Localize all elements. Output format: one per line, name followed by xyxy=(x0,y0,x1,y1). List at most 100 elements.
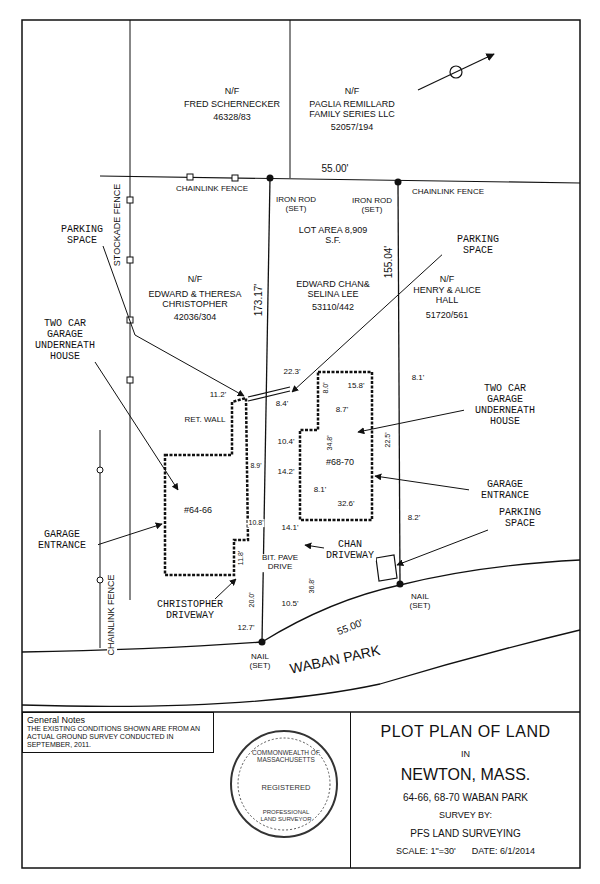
house-number: #64-66 xyxy=(184,505,212,515)
title-text: PFS LAND SURVEYING xyxy=(410,828,520,840)
fence-post xyxy=(127,197,133,203)
title-text: NEWTON, MASS. xyxy=(401,766,531,784)
dimension-label: 8.0' xyxy=(322,381,330,394)
fence-posts xyxy=(97,467,103,583)
house-number: #68-70 xyxy=(326,457,354,467)
plan-label: 53110/442 xyxy=(311,303,355,313)
title-block: PLOT PLAN OF LANDINNEWTON, MASS.64-66, 6… xyxy=(350,712,580,868)
house-wall xyxy=(165,398,248,575)
plan-label: HENRY & ALICE HALL xyxy=(411,286,483,306)
handwritten-note: PARKING SPACE xyxy=(51,224,113,246)
title-row: SCALE: 1"=30' DATE: 6/1/2014 xyxy=(396,846,535,856)
dimension-label: 15.8' xyxy=(346,382,365,391)
plan-label: N/F xyxy=(224,87,241,97)
plan-label: FRED SCHERNECKER xyxy=(183,100,281,110)
dimension-label: 11.2' xyxy=(209,391,228,400)
dimension-label: 22.3' xyxy=(282,368,301,377)
north-arrow xyxy=(418,54,494,90)
plan-label: N/F xyxy=(344,87,361,97)
title-row: PLOT PLAN OF LAND xyxy=(380,723,550,741)
dimension-label: 8.9' xyxy=(249,462,262,470)
handwritten-note: TWO CAR GARAGE UNDERNEATH HOUSE xyxy=(464,383,546,427)
handwritten-note: CHAN DRIVEWAY xyxy=(324,539,376,561)
plan-title: PLOT PLAN OF LAND xyxy=(380,723,550,741)
leader-line xyxy=(305,545,324,548)
notes-text: THE EXISTING CONDITIONS SHOWN ARE FROM A… xyxy=(27,725,209,749)
plan-label: CHAINLINK FENCE xyxy=(175,185,249,194)
fence-post xyxy=(232,175,238,181)
dimension-label: 173.17' xyxy=(253,283,264,318)
leader-line xyxy=(397,530,488,565)
title-text: SCALE: 1"=30' xyxy=(396,846,456,856)
dimension-label: 8.1' xyxy=(411,374,426,383)
dimension-label: 36.8' xyxy=(308,578,316,595)
dimension-label: 155.04' xyxy=(383,245,394,280)
title-row: PFS LAND SURVEYING xyxy=(410,828,520,840)
handwritten-note: GARAGE ENTRANCE xyxy=(26,529,98,551)
dimension-label: 12.7' xyxy=(236,624,255,633)
leader-lines xyxy=(95,246,488,599)
fence-post xyxy=(127,257,133,263)
dimension-label: 20.0' xyxy=(248,592,256,609)
plan-label: 52057/194 xyxy=(330,123,375,133)
handwritten-note: PARKING SPACE xyxy=(442,234,514,256)
plan-label: RET. WALL xyxy=(183,416,226,425)
notes-box: General NotesTHE EXISTING CONDITIONS SHO… xyxy=(22,712,214,753)
leader-line xyxy=(95,362,178,490)
north-arrow-circle xyxy=(450,66,462,78)
seal-text: REGISTERED xyxy=(241,784,331,793)
nail-marker xyxy=(397,581,404,588)
title-text: SURVEY BY: xyxy=(439,810,492,820)
dimension-label: 14.2' xyxy=(276,468,295,477)
dimension-label: 22.5' xyxy=(384,432,392,449)
plan-label: STOCKADE FENCE xyxy=(113,183,123,267)
title-row: IN xyxy=(461,749,470,759)
seal-inner-ring xyxy=(238,738,330,830)
plan-label: IRON ROD (SET) xyxy=(349,197,395,215)
handwritten-note: CHRISTOPHER DRIVEWAY xyxy=(144,599,236,621)
seal-text: COMMONWEALTH OF MASSACHUSETTS xyxy=(251,749,321,764)
leader-line xyxy=(97,524,162,545)
plan-label: 42036/304 xyxy=(173,313,218,323)
plan-label: LOT AREA 8,909 S.F. xyxy=(297,226,369,246)
surveyor-seal: COMMONWEALTH OF MASSACHUSETTSREGISTEREDP… xyxy=(230,730,338,838)
leader-line xyxy=(358,410,465,432)
fence-post xyxy=(127,377,133,383)
plan-label: NAIL (SET) xyxy=(241,653,279,671)
plan-label: PAGLIA REMILLARD FAMILY SERIES LLC xyxy=(296,100,408,120)
street-line xyxy=(22,560,580,652)
lot-line xyxy=(398,182,400,584)
dimension-label: 10.5' xyxy=(280,600,299,609)
parking-space xyxy=(376,555,397,581)
neighbor-boundary xyxy=(290,20,291,178)
lot-line xyxy=(262,178,270,642)
dimension-label: 10.8' xyxy=(248,519,265,527)
chainlink-fence-line xyxy=(100,430,101,648)
dimension-label: 11.8' xyxy=(237,550,245,566)
iron-rod xyxy=(267,175,274,182)
house-wall xyxy=(300,372,372,520)
dimension-label: 8.2' xyxy=(407,514,422,523)
dimension-label: 55.00' xyxy=(335,616,366,637)
street-line xyxy=(22,630,580,706)
leader-line xyxy=(215,579,236,599)
plan-label: WABAN PARK xyxy=(288,643,383,678)
dimension-label: 55.00' xyxy=(321,163,350,174)
title-text: IN xyxy=(461,749,470,759)
dimension-label: 8.4' xyxy=(275,400,290,409)
dimension-label: 14.1' xyxy=(280,524,299,533)
dimension-label: 32.6' xyxy=(336,500,355,509)
notes-heading: General Notes xyxy=(27,715,209,725)
plan-label: EDWARD CHAN& SELINA LEE xyxy=(292,280,374,300)
fence-post xyxy=(97,577,103,583)
plan-label: N/F xyxy=(439,275,456,285)
sheet-frame xyxy=(22,20,580,868)
iron-rod xyxy=(395,179,402,186)
handwritten-note: GARAGE ENTRANCE xyxy=(469,479,541,501)
fence-post xyxy=(97,467,103,473)
title-row: NEWTON, MASS. xyxy=(401,766,531,784)
title-text: DATE: 6/1/2014 xyxy=(472,846,535,856)
plan-label: N/F xyxy=(187,275,204,285)
leader-line xyxy=(375,476,470,490)
